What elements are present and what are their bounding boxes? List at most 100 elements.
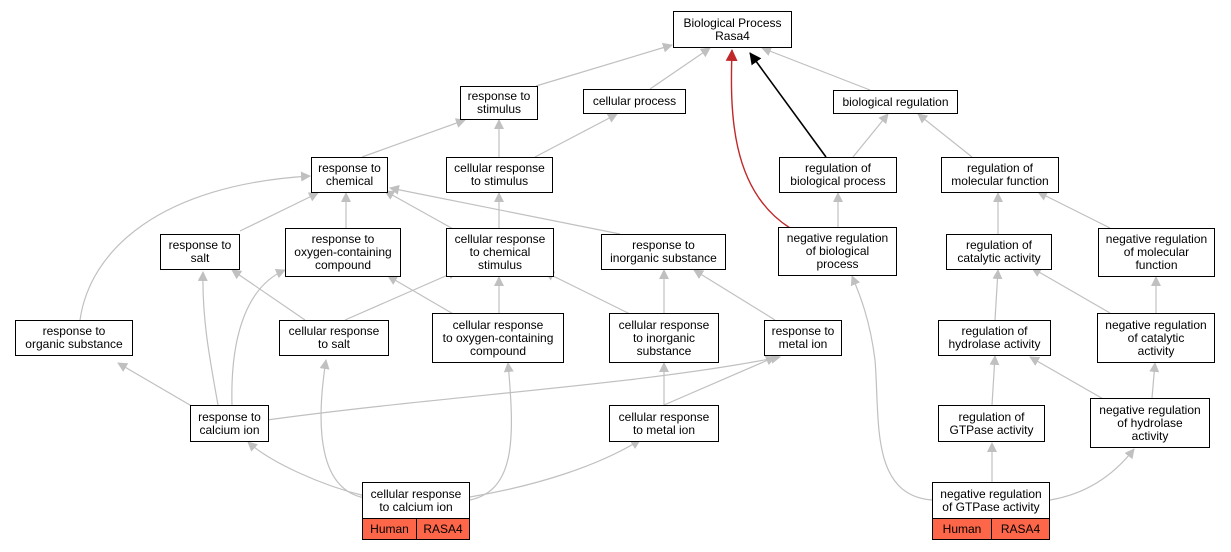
gene-tag-right[interactable]: RASA4 (991, 518, 1050, 540)
edge-cellmetal-metal (663, 355, 776, 406)
node-label: cellular process (592, 94, 677, 108)
edge-cellsalt-salt (231, 269, 306, 321)
edge-cellcalcium-cellsalt (319, 359, 366, 499)
edge-celloxy-oxy (387, 275, 456, 316)
edge-neghyd-negcat (1149, 362, 1160, 399)
edge-regmol-bioreg (917, 113, 973, 158)
edge-neggtp-neghyd (1049, 448, 1135, 501)
node-label: biological regulation (842, 94, 949, 109)
edge-neghyd-reghyd (1029, 356, 1106, 401)
edge-metal-inorg (693, 269, 776, 321)
edge-organic-chemical (79, 171, 311, 321)
edge-salt-chemical (239, 192, 319, 232)
gene-label: RASA4 (1000, 522, 1041, 536)
edge-cellchem-chemical (384, 190, 456, 231)
edge-regbio-root-highlight (749, 52, 827, 158)
edge-neggtp-negbio (850, 275, 933, 501)
edge-calcium-oxy (231, 268, 286, 406)
edge-bioreg-root (761, 46, 871, 91)
edge-cellsalt-cellchem (344, 270, 458, 321)
edge-cellinorg-cellchem (544, 271, 631, 315)
edge-regbio-bioreg (852, 113, 889, 158)
edge-reghyd-regcat (992, 269, 1003, 321)
edge-cellstim-cellproc (534, 113, 618, 158)
species-label: Human (942, 522, 982, 536)
edge-cellcalcium-celloxy (469, 362, 514, 501)
edge-cellcalcium-cellmetal (469, 439, 641, 498)
edge-calcium-organic (117, 362, 196, 409)
gene-label: RASA4 (423, 522, 463, 536)
edge-calcium-metal (266, 353, 781, 421)
edge-gtp-reghyd (989, 355, 1000, 406)
edge-calcium-salt (197, 271, 219, 406)
edge-cellularprocess-root (649, 47, 711, 90)
edge-chemical-stimulus (361, 118, 466, 158)
edge-cellcalcium-calcium (247, 441, 366, 497)
edge-inorg-chemical (389, 184, 621, 235)
node-cellular-process[interactable]: cellular process (583, 89, 686, 114)
edge-negbio-root-highlight (725, 49, 791, 229)
edge-negmol-regmol (1037, 191, 1111, 229)
species-tag-right[interactable]: Human (932, 518, 992, 540)
species-tag-left[interactable]: Human (362, 518, 417, 540)
gene-tag-left[interactable]: RASA4 (416, 518, 470, 540)
edge-negcat-regcat (1031, 267, 1111, 314)
species-label: Human (370, 522, 409, 536)
edge-stimulus-root (535, 42, 673, 87)
node-biological-regulation[interactable]: biological regulation (833, 90, 958, 114)
